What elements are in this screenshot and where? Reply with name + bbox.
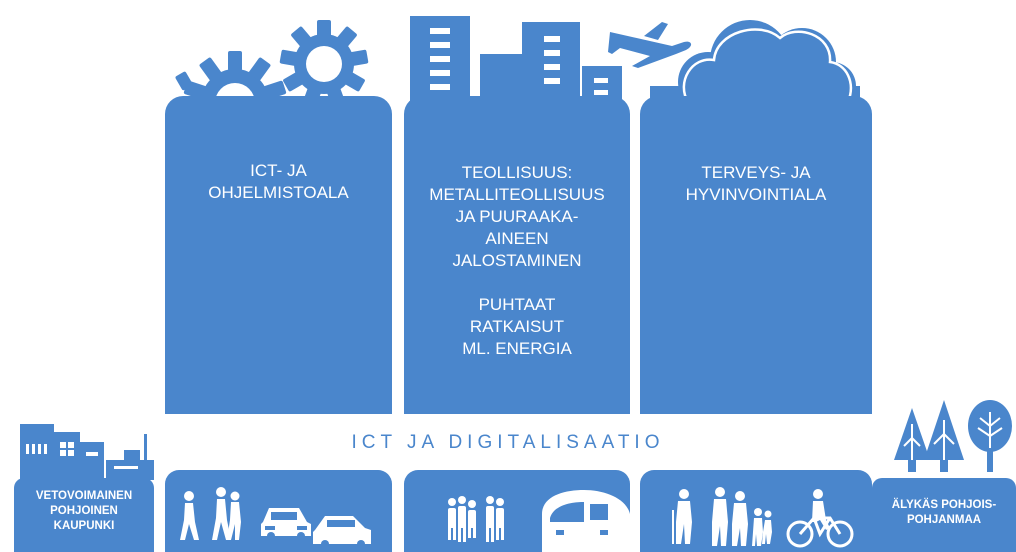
pillar-ict-line-1: ICT- JA (250, 161, 307, 180)
pillar-industry-label: TEOLLISUUS: METALLITEOLLISUUS JA PUURAAK… (404, 162, 630, 360)
pillar-industry-line-8: RATKAISUT (469, 317, 565, 336)
gears-icon (175, 20, 369, 137)
pillar-health-line-2: HYVINVOINTIALA (685, 185, 827, 204)
trees-icon (894, 400, 1012, 472)
pillar-industry-line-3: JA PUURAAKA- (455, 207, 579, 226)
walking-people-cars-icon (180, 487, 371, 548)
people-train-icon (448, 490, 630, 552)
band-family-bicycle (640, 470, 872, 552)
pillar-industry: TEOLLISUUS: METALLITEOLLISUUS JA PUURAAK… (404, 96, 630, 414)
box-city-line-1: VETOVOIMAINEN (35, 490, 133, 502)
pillar-industry-line-4: AINEEN (485, 229, 549, 248)
pillar-ict-line-2: OHJELMISTOALA (208, 183, 349, 202)
family-bicycle-icon (672, 487, 854, 548)
pillar-industry-line-2: METALLITEOLLISUUS (429, 185, 605, 204)
pillar-industry-spacer (404, 272, 630, 294)
pillar-ict-label: ICT- JA OHJELMISTOALA (165, 160, 392, 204)
pillar-health-label: TERVEYS- JA HYVINVOINTIALA (640, 162, 872, 206)
pillar-health-wellbeing: TERVEYS- JA HYVINVOINTIALA (640, 96, 872, 414)
airplane-icon (608, 22, 692, 68)
box-region-line-1: ÄLYKÄS POHJOIS- (891, 499, 997, 511)
city-harbor-icon (20, 424, 154, 480)
pillar-industry-line-7: PUHTAAT (478, 295, 556, 314)
band-people-train (404, 470, 630, 552)
box-city-line-2: POHJOINEN (50, 505, 118, 517)
box-city-line-3: KAUPUNKI (53, 520, 115, 532)
box-smart-north-ostrobothnia: ÄLYKÄS POHJOIS- POHJANMAA (872, 478, 1016, 552)
pillar-health-line-1: TERVEYS- JA (701, 163, 811, 182)
pillar-industry-line-9: ML. ENERGIA (462, 339, 572, 358)
banner-ict-digitalisation: ICT JA DIGITALISAATIO (351, 432, 665, 453)
box-region-line-2: POHJANMAA (906, 514, 982, 526)
box-attractive-northern-city: VETOVOIMAINEN POHJOINEN KAUPUNKI (14, 478, 154, 552)
pillar-industry-line-1: TEOLLISUUS: (461, 163, 573, 182)
pillar-industry-line-5: JALOSTAMINEN (452, 251, 582, 270)
band-walking-cars (165, 470, 392, 552)
pillar-ict-software: ICT- JA OHJELMISTOALA (165, 96, 392, 414)
